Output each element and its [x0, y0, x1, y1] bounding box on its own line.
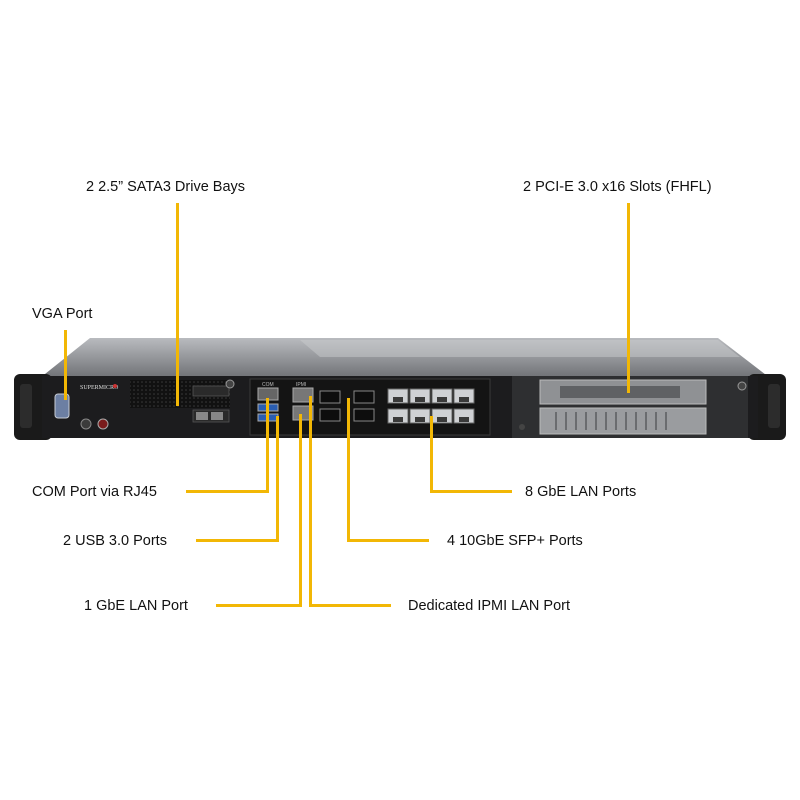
leader-lan8-h: [430, 490, 512, 493]
io-module: [249, 378, 491, 436]
pcie-slot-lower: [539, 407, 707, 435]
label-com-port: COM Port via RJ45: [32, 484, 157, 500]
leader-usb-v: [276, 416, 279, 542]
label-pcie-slots: 2 PCI-E 3.0 x16 Slots (FHFL): [523, 179, 712, 195]
gbe-lan-port: [292, 405, 314, 421]
brand-logo: SUPERMICRO: [80, 385, 119, 391]
leader-gbe-h: [216, 604, 302, 607]
label-drive-bays: 2 2.5” SATA3 Drive Bays: [86, 179, 246, 195]
leader-usb-h: [196, 539, 278, 542]
leader-lan8-v: [430, 416, 433, 493]
svg-text:IPMI: IPMI: [296, 382, 306, 388]
label-usb-ports: 2 USB 3.0 Ports: [63, 533, 167, 549]
leader-com-h: [186, 490, 268, 493]
leader-pcie: [627, 203, 630, 393]
leader-sfp-h: [347, 539, 429, 542]
ipmi-lan-port: [292, 387, 314, 403]
leader-ipmi-h: [309, 604, 391, 607]
label-sfp-ports: 4 10GbE SFP+ Ports: [447, 533, 583, 549]
label-8-gbe-lan-ports: 8 GbE LAN Ports: [525, 484, 637, 500]
leader-drive-bays: [176, 203, 179, 406]
leader-ipmi-v: [309, 396, 312, 607]
vga-connector: [54, 393, 70, 419]
power-button-icon: [97, 418, 109, 430]
leader-gbe-v: [299, 414, 302, 607]
label-vga-port: VGA Port: [32, 306, 93, 322]
leader-sfp-v: [347, 398, 350, 542]
label-gbe-lan-port: 1 GbE LAN Port: [84, 598, 188, 614]
leader-vga: [64, 330, 67, 400]
drive-bay-upper: [192, 385, 230, 397]
label-ipmi-port: Dedicated IPMI LAN Port: [408, 598, 570, 614]
sfp-ports: [319, 390, 375, 422]
svg-text:COM: COM: [262, 382, 274, 388]
leader-com-v: [266, 398, 269, 493]
